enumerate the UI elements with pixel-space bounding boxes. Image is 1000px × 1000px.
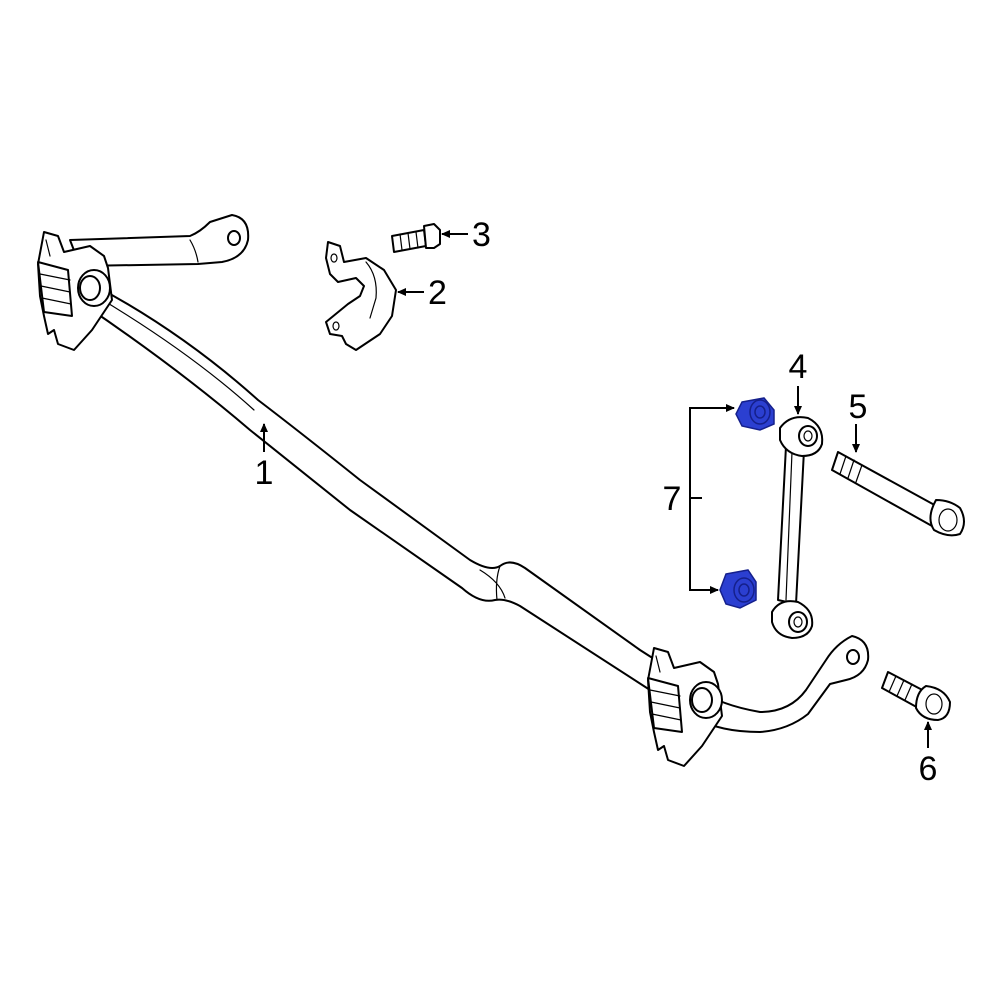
callout-2: 2 <box>428 274 447 312</box>
bracket-bolt[interactable] <box>391 223 441 253</box>
right-bushing-assembly <box>647 647 723 767</box>
bushing-bracket[interactable] <box>325 241 397 351</box>
callout-3: 3 <box>472 216 491 254</box>
callout-7: 7 <box>663 480 682 518</box>
left-bushing-assembly <box>37 231 113 351</box>
callout-1: 1 <box>255 454 274 492</box>
stabilizer-link[interactable] <box>771 416 824 639</box>
link-bolt[interactable] <box>831 451 965 537</box>
link-nut-upper[interactable] <box>735 397 775 431</box>
bar-bolt[interactable] <box>881 671 951 721</box>
callout-4: 4 <box>789 348 808 386</box>
link-nut-lower[interactable] <box>719 569 757 609</box>
callout-5: 5 <box>849 388 868 426</box>
callout-6: 6 <box>919 750 938 788</box>
stabilizer-bar[interactable] <box>37 214 870 767</box>
